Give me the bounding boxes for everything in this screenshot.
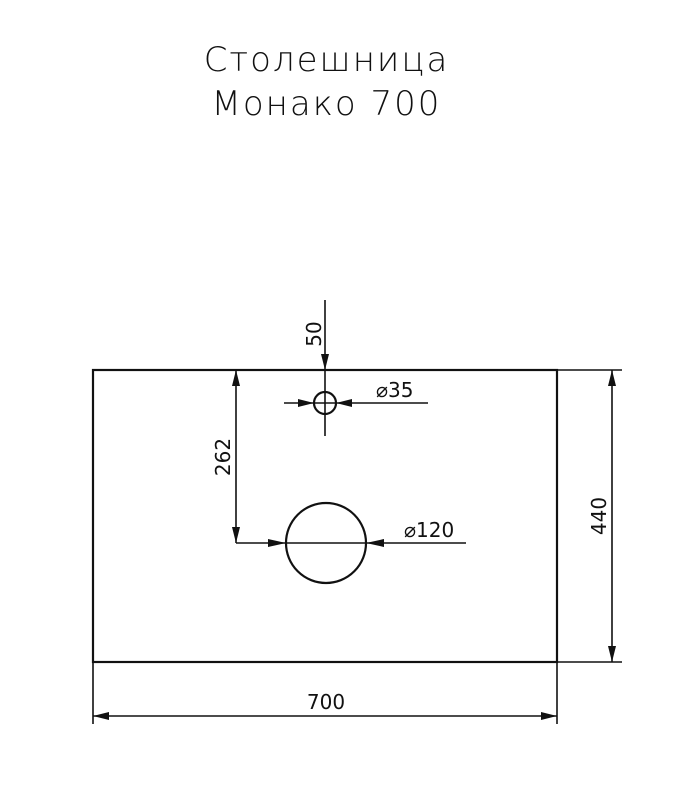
dim-440-arrow-top xyxy=(608,370,616,386)
drain-arrow-right xyxy=(366,539,384,547)
dim-700-arrow-right xyxy=(541,712,557,720)
dim-drain-hole: ⌀120 xyxy=(404,518,454,542)
faucet-arrow-right xyxy=(336,399,352,407)
dim-faucet-hole: ⌀35 xyxy=(376,378,414,402)
dim-262-arrow-bottom xyxy=(232,527,240,543)
dim-700-arrow-left xyxy=(93,712,109,720)
dim-drain-offset: 262 xyxy=(211,438,235,476)
dim-440-arrow-bottom xyxy=(608,646,616,662)
faucet-arrow-left xyxy=(298,399,314,407)
title-line-1: Столешница xyxy=(203,40,450,80)
dim-262-arrow-top xyxy=(232,370,240,386)
dim-width: 700 xyxy=(307,690,345,714)
offset-50-arrow xyxy=(321,354,329,370)
dim-depth: 440 xyxy=(587,497,611,535)
drain-arrow-left xyxy=(268,539,286,547)
dim-faucet-offset: 50 xyxy=(302,321,326,346)
title-line-2: Монако 700 xyxy=(211,84,442,124)
